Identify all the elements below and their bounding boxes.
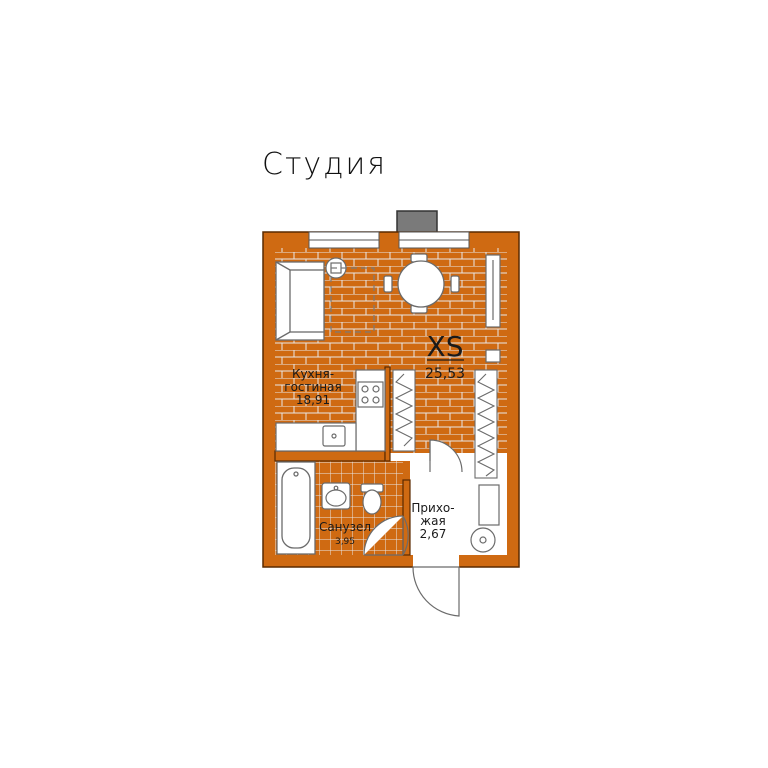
room-kitchen-area: 18,91 bbox=[296, 393, 330, 407]
toilet bbox=[360, 483, 384, 515]
kitchen-counter bbox=[275, 369, 386, 452]
room-kitchen-name-2: гостиная bbox=[284, 380, 341, 394]
room-hallway-area: 2,67 bbox=[420, 527, 447, 541]
room-kitchen-name-1: Кухня- bbox=[292, 367, 334, 381]
entry-door bbox=[412, 555, 460, 617]
stove bbox=[357, 381, 384, 408]
partition-bath-top bbox=[274, 450, 386, 462]
room-hallway-name-2: жая bbox=[420, 514, 445, 528]
wall-cabinet-right bbox=[485, 254, 501, 363]
labels: XS 25,53 Кухня- гостиная 18,91 Санузел 3… bbox=[284, 330, 465, 547]
partition-kitchen bbox=[384, 366, 391, 462]
wardrobe-right bbox=[474, 369, 498, 479]
room-hallway-name-1: Прихо- bbox=[411, 501, 454, 515]
bathroom-door bbox=[363, 515, 409, 556]
room-bathroom-area: 3,95 bbox=[335, 537, 355, 547]
hall-door bbox=[429, 439, 463, 473]
type-badge: XS bbox=[427, 330, 464, 363]
sofa bbox=[275, 261, 325, 341]
bathtub bbox=[276, 461, 316, 555]
hallway-cabinet bbox=[470, 484, 500, 553]
plan-title: Студия bbox=[262, 147, 387, 182]
total-area: 25,53 bbox=[425, 366, 465, 382]
wardrobe-left bbox=[392, 369, 416, 452]
room-bathroom-name: Санузел bbox=[319, 520, 371, 534]
washbasin bbox=[321, 482, 351, 510]
windows bbox=[308, 231, 470, 249]
dining-table bbox=[383, 253, 460, 314]
vent-shaft bbox=[396, 210, 438, 234]
rug bbox=[330, 267, 375, 333]
